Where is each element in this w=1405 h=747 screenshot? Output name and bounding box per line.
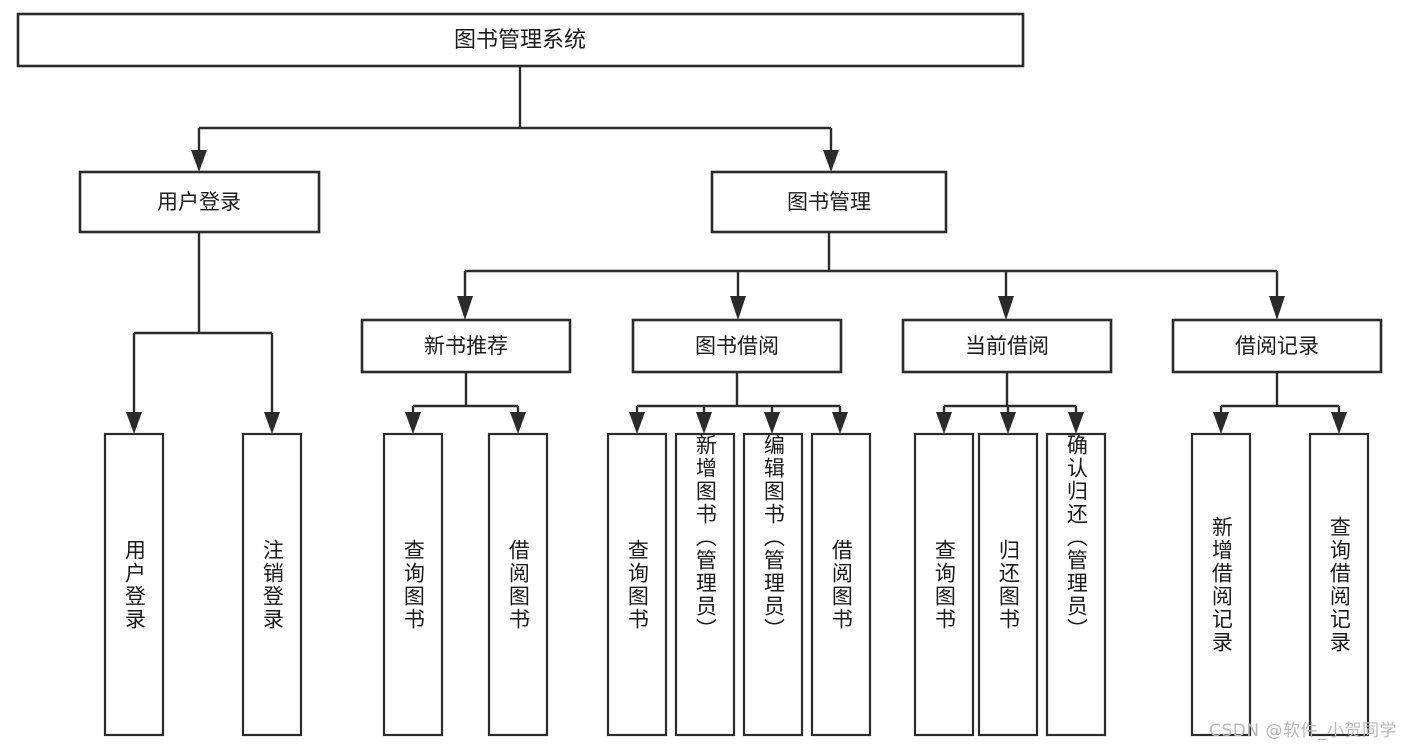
new-book-recommend-box — [360, 318, 572, 374]
book-manage-label: 图书管理 — [787, 190, 871, 214]
borrow-record-label: 借阅记录 — [1235, 334, 1319, 358]
book-borrow-label: 图书借阅 — [695, 334, 779, 358]
leaf-query-book-3-box[interactable] — [913, 432, 975, 737]
leaf-query-book-2-box[interactable] — [606, 432, 668, 737]
edge-borrow-record-to-leaves — [1213, 372, 1347, 434]
arrow-head-icon — [998, 296, 1014, 320]
user-login-box — [78, 170, 321, 234]
root-label: 图书管理系统 — [454, 28, 586, 53]
arrow-head-icon — [764, 412, 780, 434]
arrow-head-icon — [1269, 296, 1285, 320]
arrow-head-icon — [823, 150, 839, 172]
arrow-head-icon — [696, 412, 712, 434]
leaf-boxes — [103, 432, 1370, 737]
arrow-head-icon — [1068, 412, 1084, 434]
arrow-head-icon — [1000, 412, 1016, 434]
edge-user-login-to-leaves — [126, 232, 280, 434]
leaf-add-record-box[interactable] — [1190, 432, 1252, 737]
leaf-query-record-box[interactable] — [1308, 432, 1370, 737]
edge-book-manage-to-level3 — [457, 232, 1285, 320]
edge-current-borrow-to-leaves — [936, 372, 1084, 434]
arrow-head-icon — [629, 412, 645, 434]
current-borrow-label: 当前借阅 — [965, 334, 1049, 358]
arrow-head-icon — [730, 296, 746, 320]
leaf-confirm-return-box[interactable] — [1045, 432, 1107, 737]
leaf-logout-login-box[interactable] — [241, 432, 303, 737]
leaf-add-book-box[interactable] — [674, 432, 736, 737]
arrow-head-icon — [126, 412, 142, 434]
arrow-head-icon — [264, 412, 280, 434]
leaf-user-login-box[interactable] — [103, 432, 165, 737]
node-book-manage[interactable]: 图书管理 — [710, 170, 948, 234]
new-book-recommend-label: 新书推荐 — [424, 334, 508, 358]
current-borrow-box — [901, 318, 1113, 374]
arrow-head-icon — [191, 150, 207, 172]
leaf-edit-book-box[interactable] — [742, 432, 804, 737]
leaf-query-book-1-box[interactable] — [382, 432, 444, 737]
arrow-head-icon — [1331, 412, 1347, 434]
csdn-watermark: CSDN @软件_小贺同学 — [1209, 721, 1397, 741]
leaf-borrow-book-2-box[interactable] — [810, 432, 872, 737]
node-new-book-recommend[interactable]: 新书推荐 — [360, 318, 572, 374]
arrow-head-icon — [832, 412, 848, 434]
node-root[interactable]: 图书管理系统 — [16, 12, 1025, 68]
leaf-return-book-box[interactable] — [977, 432, 1039, 737]
arrow-head-icon — [457, 296, 473, 320]
leaf-borrow-book-1-box[interactable] — [487, 432, 549, 737]
edge-book-borrow-to-leaves — [629, 372, 848, 434]
node-current-borrow[interactable]: 当前借阅 — [901, 318, 1113, 374]
node-borrow-record[interactable]: 借阅记录 — [1171, 318, 1383, 374]
node-book-borrow[interactable]: 图书借阅 — [631, 318, 843, 374]
user-login-label: 用户登录 — [157, 190, 241, 214]
arrow-head-icon — [1213, 412, 1229, 434]
arrow-head-icon — [510, 412, 526, 434]
edge-root-to-level2 — [191, 66, 839, 172]
arrow-head-icon — [405, 412, 421, 434]
node-user-login[interactable]: 用户登录 — [78, 170, 321, 234]
arrow-head-icon — [936, 412, 952, 434]
edge-new-book-recommend-to-leaves — [405, 372, 526, 434]
root-box — [16, 12, 1025, 68]
